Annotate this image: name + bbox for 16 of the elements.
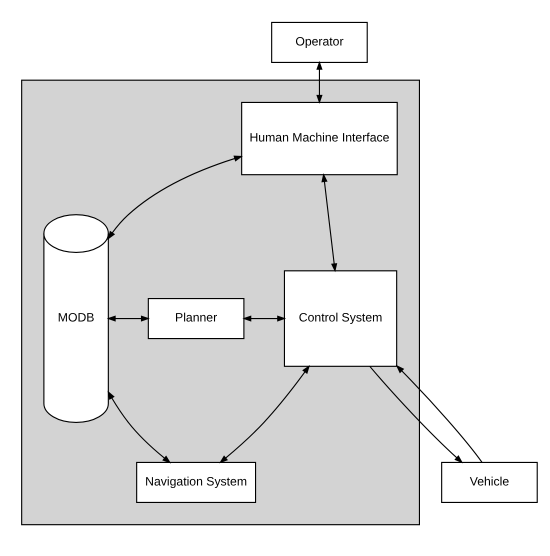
arrow xyxy=(219,365,310,464)
arrow xyxy=(108,390,172,464)
node-box: Vehicle xyxy=(441,462,538,503)
arrow xyxy=(369,366,464,464)
node-box: Planner xyxy=(148,298,244,340)
arrow xyxy=(242,315,286,322)
node-box: Operator xyxy=(271,22,368,63)
arrow xyxy=(106,315,150,322)
node-box: Control System xyxy=(284,270,398,367)
node-box: Navigation System xyxy=(136,462,256,503)
node-box: Human Machine Interface xyxy=(241,102,398,176)
arrow xyxy=(107,156,243,240)
arrow xyxy=(316,60,323,104)
cluster xyxy=(21,80,420,526)
arrow xyxy=(321,173,338,272)
arrow xyxy=(396,364,482,463)
